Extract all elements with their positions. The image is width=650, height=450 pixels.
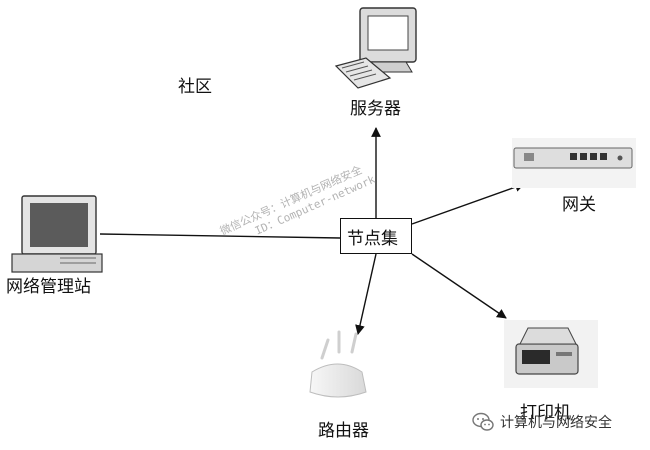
mgmt-station-computer-icon: [11, 195, 103, 273]
footer-brand-text: 计算机与网络安全: [500, 415, 612, 431]
server-label: 服务器: [350, 99, 401, 119]
community-label: 社区: [178, 77, 212, 97]
hub-node-label: 节点集: [347, 229, 398, 249]
edge-hub-to-gateway: [411, 182, 525, 225]
router-label: 路由器: [318, 421, 369, 441]
printer-icon: [504, 320, 598, 388]
edge-hub-to-printer: [411, 253, 507, 319]
edges: [99, 127, 525, 335]
hub-node-box: [340, 218, 412, 254]
gateway-label: 网关: [562, 195, 596, 215]
wechat-icon: [472, 412, 494, 431]
printer-label: 打印机: [520, 403, 571, 423]
edge-hub-to-router: [355, 253, 377, 335]
gateway-device-icon: [512, 138, 636, 188]
footer-brand: 计算机与网络安全: [472, 410, 612, 434]
edge-mgmt-to-hub: [99, 233, 341, 239]
mgmt-station-label: 网络管理站: [6, 277, 91, 297]
server-computer-icon: [334, 7, 417, 89]
router-icon: [309, 330, 367, 398]
